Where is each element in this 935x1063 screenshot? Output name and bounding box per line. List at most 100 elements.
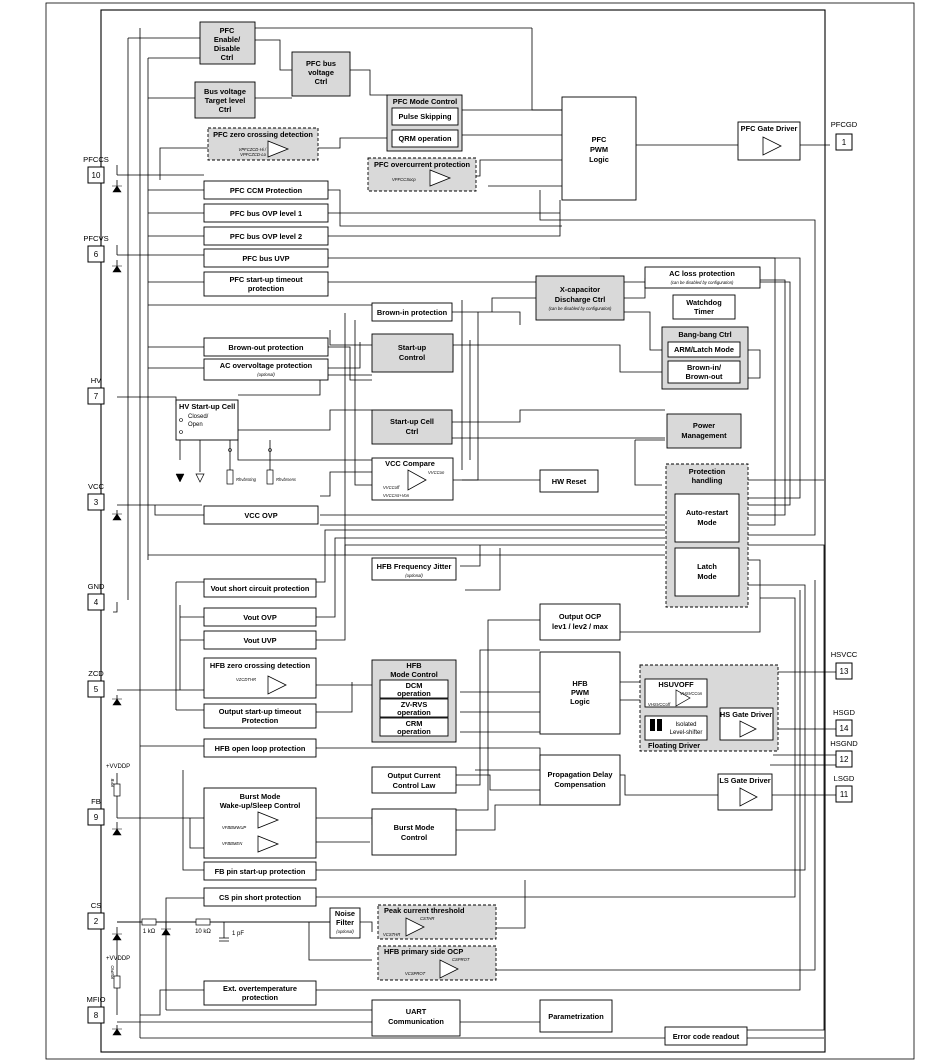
svg-text:VCC Compare: VCC Compare [385, 459, 435, 468]
pin-number: 10 [92, 171, 101, 180]
block-fb-startup: FB pin start-up protection [203, 861, 317, 881]
block-pfc-ovp2: PFC bus OVP level 2 [203, 226, 329, 246]
pin-pfcgd: 1 PFCGD [831, 120, 858, 151]
svg-text:1 pF: 1 pF [232, 931, 244, 937]
svg-text:VPFCZCD-Hi /VPFCZCD-Lo: VPFCZCD-Hi /VPFCZCD-Lo [239, 147, 267, 157]
block-pfc-zero-crossing: PFC zero crossing detection VPFCZCD-Hi /… [207, 127, 319, 161]
svg-text:VFBBMEN: VFBBMEN [222, 841, 243, 846]
block-ac-loss: AC loss protection (can be disabled by c… [644, 266, 761, 289]
pin-label: HSGD [833, 708, 855, 717]
pin-number: 11 [840, 790, 849, 799]
svg-text:VPFCCSocp: VPFCCSocp [392, 177, 416, 182]
block-hfb-primary-ocp: HFB primary side OCP CSPROT VCSPROT [377, 945, 497, 981]
fb-pullup: +VVDDP RFB [106, 764, 130, 797]
block-ls-gate-driver: LS Gate Driver [717, 773, 773, 811]
svg-text:PFC bus OVP level 1: PFC bus OVP level 1 [230, 209, 302, 218]
svg-text:Rhvbrsting: Rhvbrsting [236, 477, 257, 482]
svg-text:Brown-in protection: Brown-in protection [377, 308, 448, 317]
pin-zeners [112, 185, 171, 1036]
svg-text:VVCCrst+Von: VVCCrst+Von [383, 493, 410, 498]
block-vcc-ovp: VCC OVP [203, 505, 319, 525]
pin-gnd: 4 GND [87, 582, 105, 611]
pin-number: 5 [94, 685, 99, 694]
svg-text:AC overvoltage protection: AC overvoltage protection [220, 361, 313, 370]
block-hfb-zcd: HFB zero crossing detection VZCDTHR [203, 657, 317, 699]
svg-text:HFB primary side OCP: HFB primary side OCP [384, 947, 463, 956]
pin-label: HSVCC [831, 650, 858, 659]
pin-number: 1 [842, 138, 847, 147]
pin-number: 13 [840, 667, 849, 676]
pin-label: HSGND [830, 739, 858, 748]
ic-boundary [100, 9, 826, 1053]
hv-startup-switches: Rhvbrsting Rhvbrsens [175, 448, 297, 485]
pin-number: 12 [840, 755, 849, 764]
svg-text:(can be disabled by configurat: (can be disabled by configuration) [549, 306, 612, 311]
pin-pfccs: 10 PFCCS [83, 155, 109, 184]
block-hfb-jitter: HFB Frequency Jitter (optional) [371, 557, 457, 581]
svg-text:Vout UVP: Vout UVP [243, 636, 276, 645]
block-pfc-gate-driver: PFC Gate Driver [737, 121, 801, 161]
svg-text:CSPROT: CSPROT [452, 957, 470, 962]
svg-text:Rhvbrsens: Rhvbrsens [276, 477, 297, 482]
svg-text:VVCCon: VVCCon [428, 470, 445, 475]
svg-text:HFB Frequency Jitter: HFB Frequency Jitter [377, 562, 452, 571]
svg-text:VVCCoff: VVCCoff [383, 485, 400, 490]
svg-text:QRM operation: QRM operation [399, 134, 452, 143]
block-pfc-overcurrent: PFC overcurrent protection VPFCCSocp [367, 157, 477, 192]
svg-text:HSUVOFF: HSUVOFF [658, 680, 694, 689]
pins: 1 PFCGD 10 PFCCS 6 PFCVS 7 HV 3 VCC 4 GN… [83, 120, 858, 1024]
svg-text:Parametrization: Parametrization [548, 1012, 604, 1021]
svg-text:PFC bus OVP level 2: PFC bus OVP level 2 [230, 232, 302, 241]
svg-text:Vout OVP: Vout OVP [243, 613, 277, 622]
block-hw-reset: HW Reset [539, 469, 599, 493]
pin-label: VCC [88, 482, 105, 491]
cs-rc-filter: 1 kΩ 10 kΩ 1 pF [141, 918, 244, 942]
svg-text:Brown-in/Brown-out: Brown-in/Brown-out [686, 363, 723, 381]
pin-cs: 2 CS [87, 901, 105, 930]
svg-text:AC loss protection: AC loss protection [669, 269, 735, 278]
svg-text:Floating Driver: Floating Driver [648, 741, 700, 750]
pin-mfio: 8 MFIO [87, 995, 106, 1024]
svg-text:Brown-out protection: Brown-out protection [228, 343, 304, 352]
svg-text:PFC bus UVP: PFC bus UVP [242, 254, 289, 263]
pin-vcc: 3 VCC [87, 482, 105, 511]
svg-text:+VVDDP: +VVDDP [106, 956, 130, 962]
block-vout-uvp: Vout UVP [203, 630, 317, 650]
svg-text:PFC Mode Control: PFC Mode Control [393, 97, 457, 106]
pin-number: 8 [94, 1011, 99, 1020]
svg-text:HW Reset: HW Reset [552, 477, 587, 486]
svg-text:(optional): (optional) [336, 929, 354, 934]
mfio-pullup: +VVDDP RMFIO [106, 956, 130, 989]
svg-text:VCSPROT: VCSPROT [405, 971, 426, 976]
block-bangbang: Bang-bang Ctrl ARM/Latch Mode Brown-in/B… [661, 326, 749, 390]
svg-text:HFB open loop protection: HFB open loop protection [215, 744, 306, 753]
svg-text:VCC OVP: VCC OVP [244, 511, 277, 520]
svg-text:PFC CCM Protection: PFC CCM Protection [230, 186, 303, 195]
svg-text:HS Gate Driver: HS Gate Driver [720, 710, 772, 719]
block-peak-current: Peak current threshold CSTHR VCSTHR [377, 904, 497, 940]
